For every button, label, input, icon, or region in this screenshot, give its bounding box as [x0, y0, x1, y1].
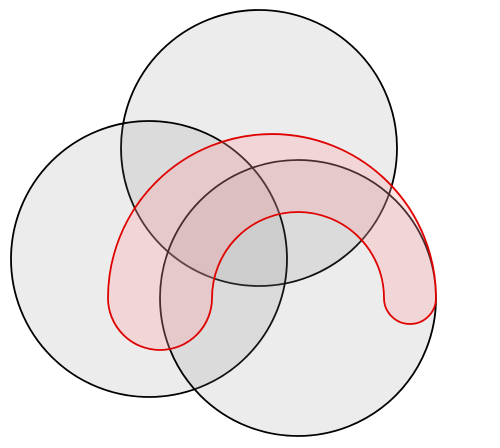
circle-left: [10, 120, 288, 398]
red-arch-band: [107, 133, 437, 351]
